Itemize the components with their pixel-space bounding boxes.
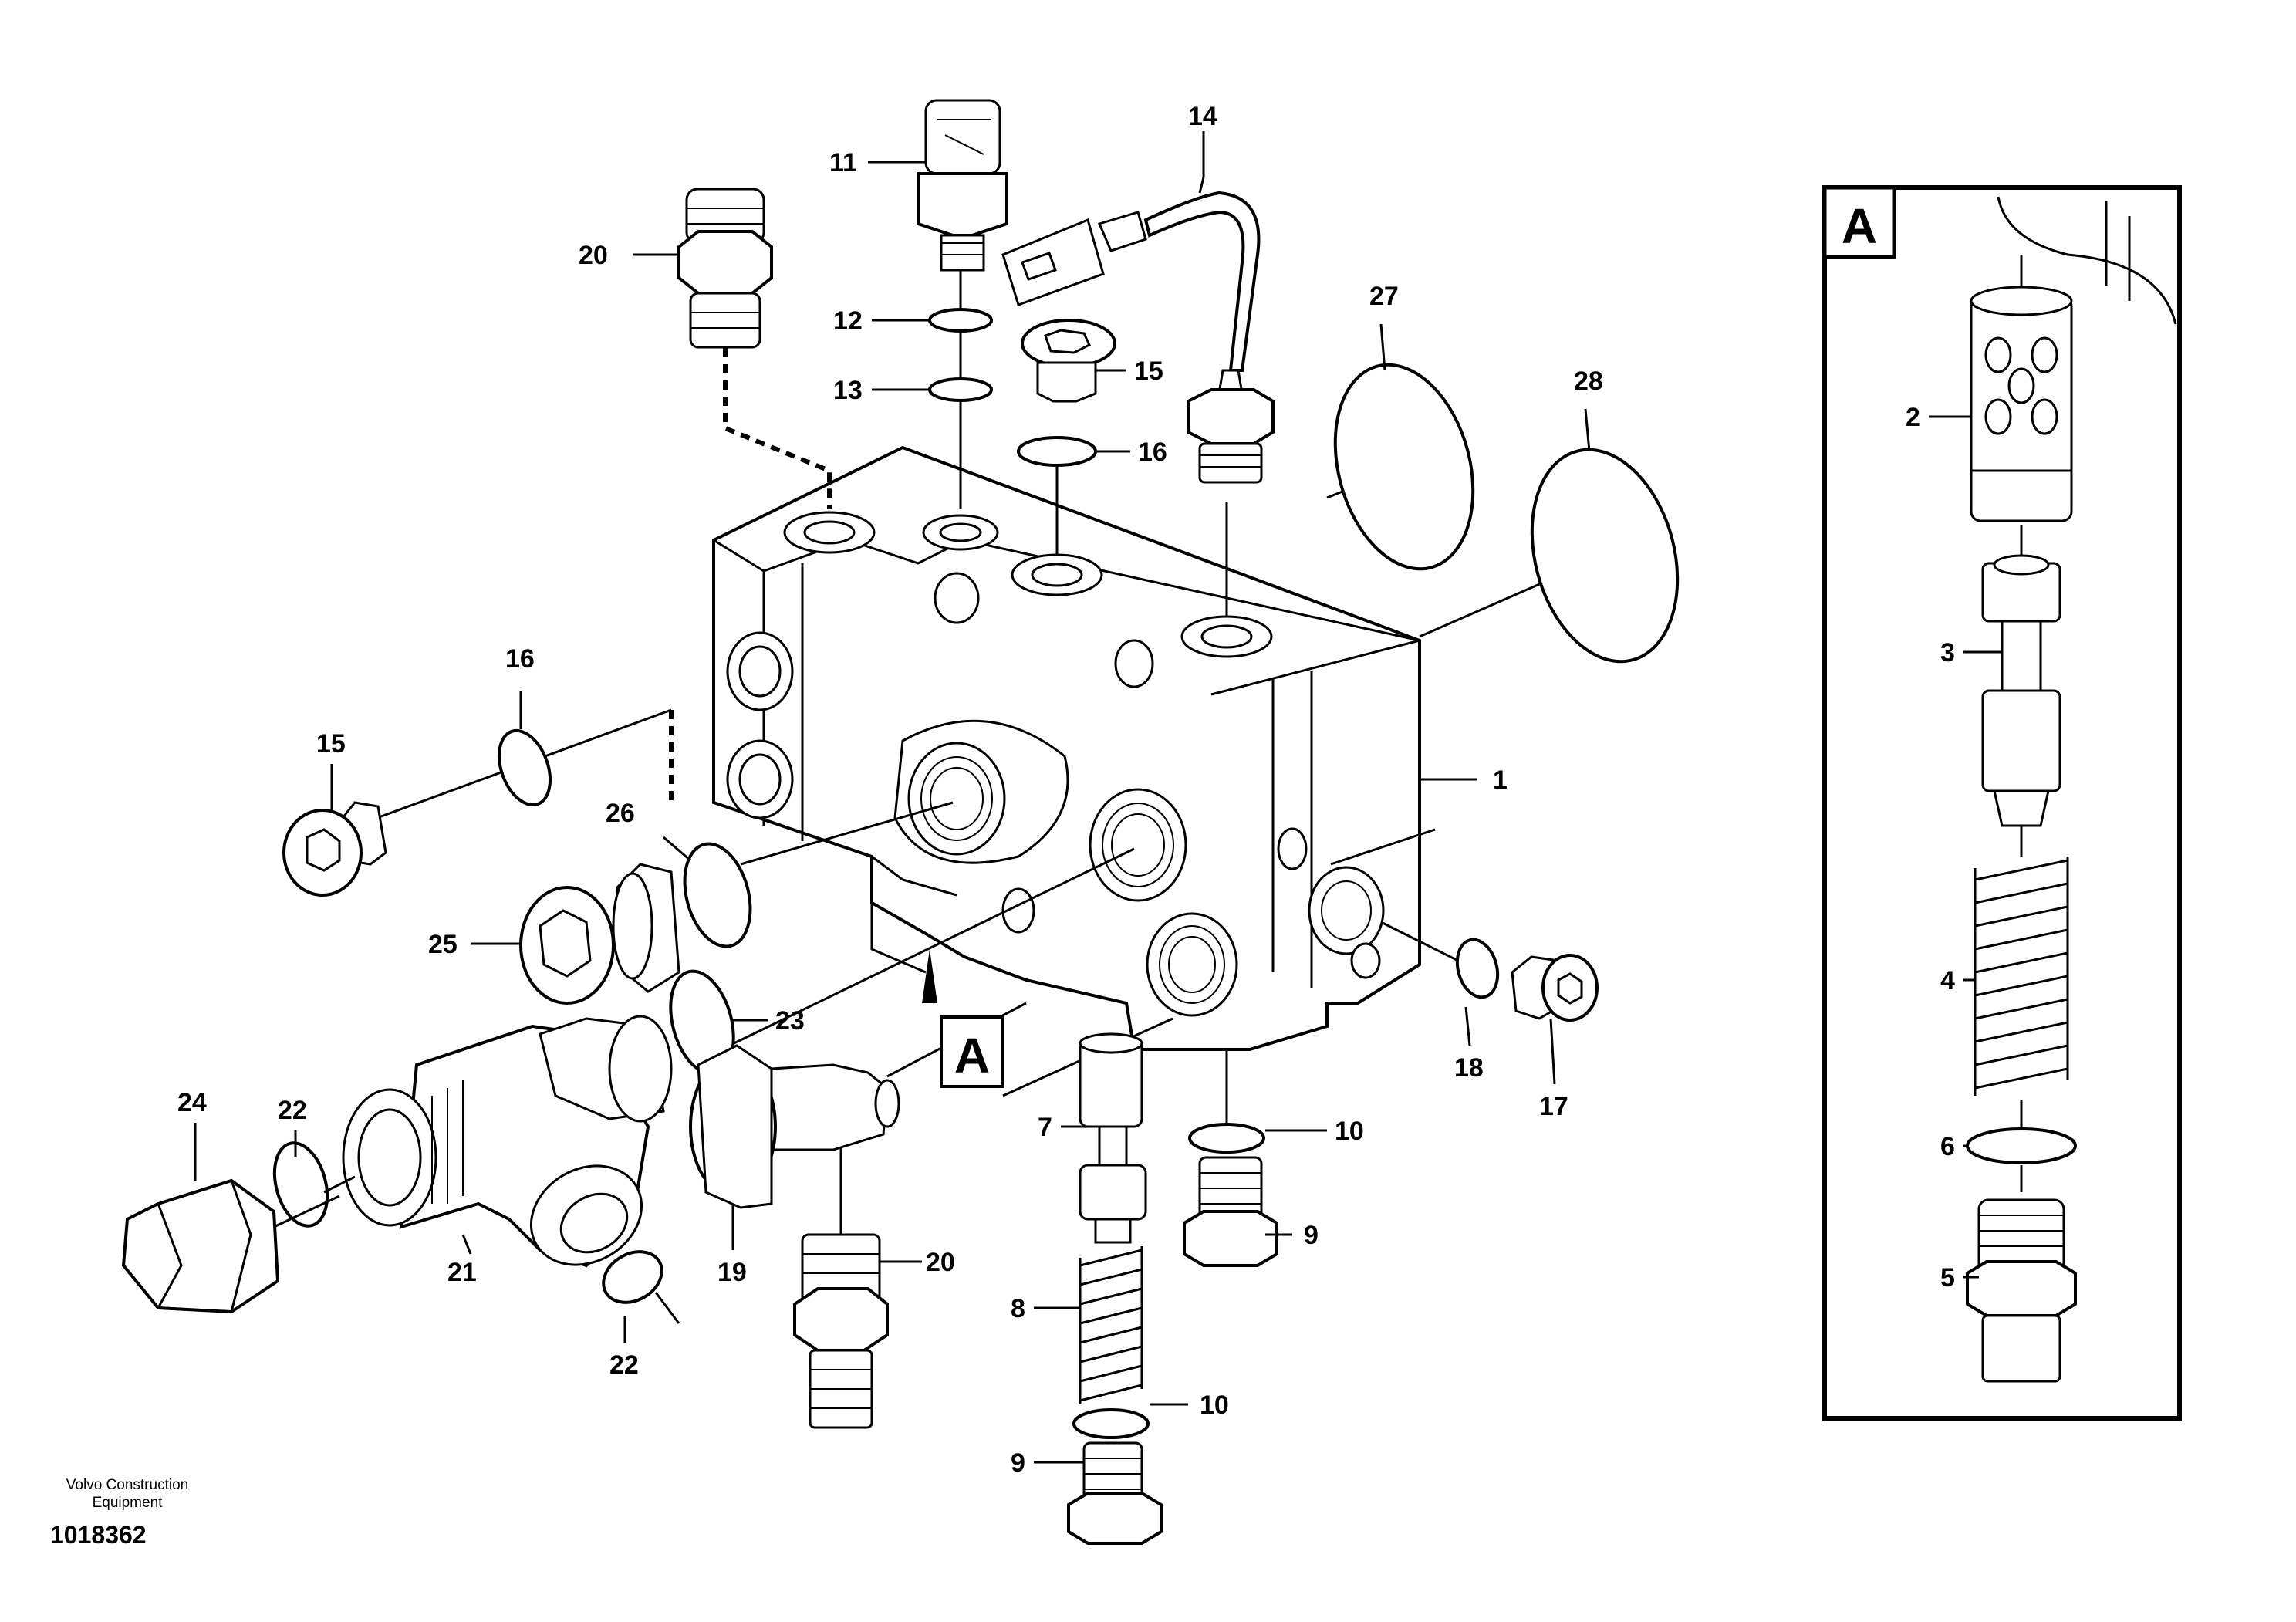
callout-1: 1 <box>1493 765 1508 795</box>
detail-a-marker[interactable]: A <box>940 1015 1004 1088</box>
svg-text:A: A <box>954 1028 990 1083</box>
callout-12: 12 <box>833 306 863 336</box>
plug-15-left <box>282 801 387 897</box>
callout-9-upper: 9 <box>1304 1221 1319 1250</box>
callout-7: 7 <box>1038 1113 1052 1142</box>
callout-leaders <box>194 131 2002 1464</box>
callout-24: 24 <box>177 1088 207 1117</box>
company-line-1: Volvo Construction <box>66 1477 188 1493</box>
callout-28: 28 <box>1574 367 1603 396</box>
callout-20-lower: 20 <box>926 1248 955 1277</box>
callout-27: 27 <box>1369 282 1399 311</box>
callout-labels: 1 2 3 4 6 5 7 8 9 10 9 10 11 12 13 14 15… <box>177 102 1955 1478</box>
callout-22-lower: 22 <box>609 1350 639 1380</box>
callout-21: 21 <box>447 1258 477 1287</box>
callout-15-upper: 15 <box>1134 357 1163 386</box>
callout-10-upper: 10 <box>1335 1117 1364 1146</box>
oring-16-left <box>498 728 552 807</box>
callout-6: 6 <box>1940 1132 1955 1161</box>
callout-26: 26 <box>606 799 635 828</box>
detail-a-title: A <box>1842 198 1877 254</box>
leader-lines <box>366 235 1606 1254</box>
plug-9-upper <box>1183 1156 1278 1267</box>
sensor-cable-14 <box>1001 191 1275 484</box>
callout-18: 18 <box>1454 1053 1484 1083</box>
callout-17: 17 <box>1539 1092 1568 1121</box>
callout-4: 4 <box>1940 966 1955 995</box>
callout-23: 23 <box>775 1006 805 1036</box>
callout-19: 19 <box>718 1258 747 1287</box>
oring-10-upper <box>1188 1123 1265 1154</box>
plug-9-lower <box>1067 1441 1163 1545</box>
oring-16-upper <box>1017 436 1097 467</box>
spool-7 <box>1079 1032 1147 1244</box>
callout-16-left: 16 <box>505 644 535 674</box>
callout-5: 5 <box>1940 1263 1955 1293</box>
oring-18 <box>1455 938 1500 999</box>
plug-15-upper <box>1021 319 1116 403</box>
fitting-20-lower <box>793 1233 889 1429</box>
pressure-sensor-11 <box>917 99 1008 272</box>
oring-26 <box>683 842 752 948</box>
relief-valve-19 <box>689 1044 900 1209</box>
oring-12 <box>928 308 993 333</box>
callout-3: 3 <box>1940 638 1955 667</box>
footer: Volvo Construction Equipment 1018362 <box>50 1477 188 1549</box>
cap-nut-24 <box>121 1178 280 1314</box>
oring-27 <box>1333 363 1475 571</box>
valve-block <box>712 445 1421 1051</box>
callout-25: 25 <box>428 930 458 959</box>
callout-11: 11 <box>829 148 857 177</box>
callout-2: 2 <box>1906 403 1920 432</box>
detail-a-panel: A <box>1822 185 2182 1421</box>
company-line-2: Equipment <box>93 1495 164 1511</box>
callout-22-left: 22 <box>278 1096 307 1125</box>
callout-16-upper: 16 <box>1138 438 1167 467</box>
plug-25 <box>519 863 680 1005</box>
oring-13 <box>928 377 993 402</box>
oring-28 <box>1530 448 1680 664</box>
document-number: 1018362 <box>50 1521 147 1549</box>
oring-10-lower <box>1072 1408 1150 1439</box>
plug-17 <box>1511 954 1599 1022</box>
callout-8: 8 <box>1011 1294 1025 1323</box>
tee-fitting-21 <box>342 1015 673 1268</box>
oring-22-lower <box>602 1250 663 1304</box>
fitting-20-upper <box>677 188 773 349</box>
callout-20-upper: 20 <box>579 241 608 270</box>
callout-15-left: 15 <box>316 729 346 759</box>
callout-13: 13 <box>833 376 863 405</box>
callout-10-lower: 10 <box>1200 1391 1229 1420</box>
oring-22-left <box>272 1141 329 1228</box>
callout-14: 14 <box>1188 102 1217 131</box>
callout-9-lower: 9 <box>1011 1448 1025 1478</box>
spring-8 <box>1079 1246 1143 1404</box>
